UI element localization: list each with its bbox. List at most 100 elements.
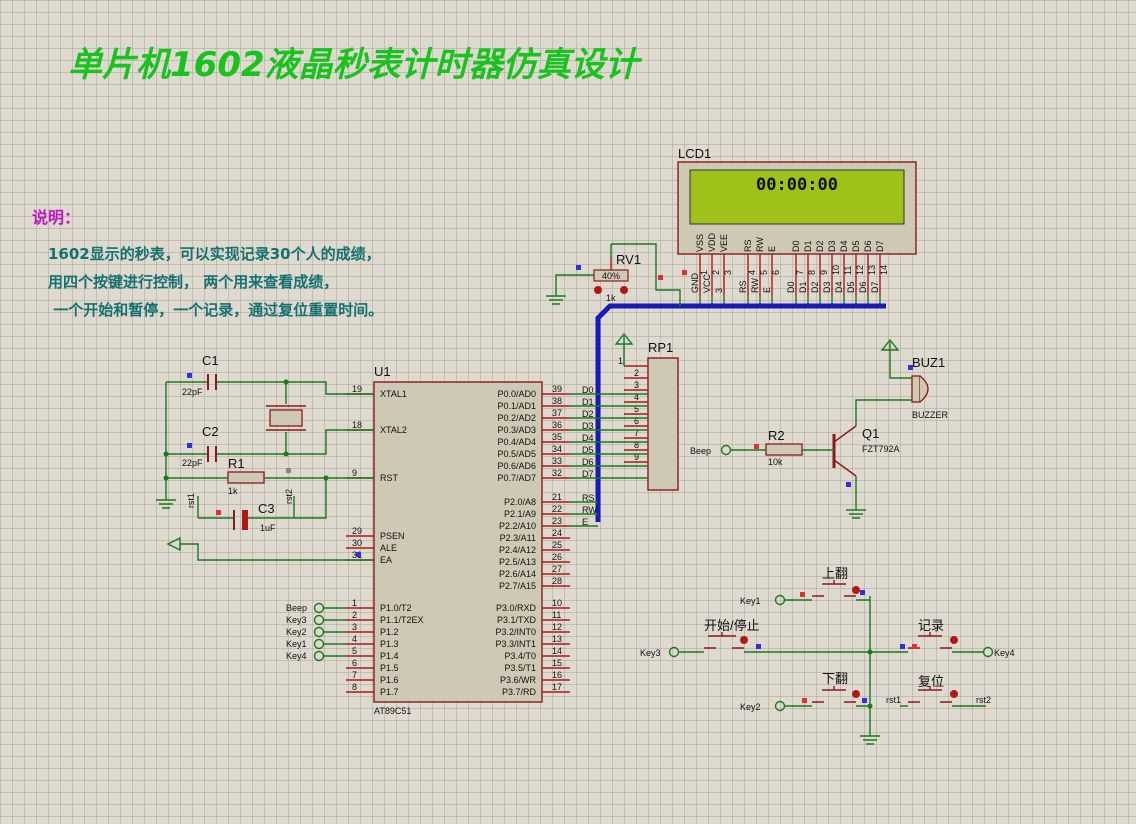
mcu-right-pin-number: 16 — [552, 670, 562, 680]
mcu-right-pin-name: P0.2/AD2 — [497, 413, 536, 423]
c1-value: 22pF — [182, 387, 203, 397]
button-up[interactable]: 上翻 Key1 — [740, 566, 870, 606]
button-down-label: 下翻 — [822, 671, 848, 686]
button-reset[interactable]: 复位 rst1 rst2 — [886, 674, 991, 707]
rp1-pin-number: 7 — [634, 428, 639, 438]
mcu-right-pin-name: P2.5/A13 — [499, 557, 536, 567]
mcu-right-pin-number: 21 — [552, 492, 562, 502]
rp1-pin-number: 5 — [634, 404, 639, 414]
button-record-label: 记录 — [918, 618, 944, 633]
button-start-net: Key3 — [640, 648, 661, 658]
mcu-right-pin-name: P0.1/AD1 — [497, 401, 536, 411]
button-up-label: 上翻 — [822, 566, 848, 581]
mcu-net-label: E — [582, 517, 588, 527]
reset-circuit[interactable]: R1 1k C3 1uF rst1 rst2 — [166, 456, 374, 561]
mcu-left-pin-number: 5 — [352, 646, 357, 656]
lcd-pin-net: RW — [750, 278, 760, 293]
c2-value: 22pF — [182, 458, 203, 468]
button-start-label: 开始/停止 — [704, 618, 760, 633]
lcd-pin-label: D1 — [803, 240, 813, 252]
button-up-net: Key1 — [740, 596, 761, 606]
mcu-net-label: RS — [582, 493, 595, 503]
lcd-pin-label: D4 — [839, 240, 849, 252]
mcu-right-pin-number: 32 — [552, 468, 562, 478]
lcd-pin-net: D4 — [834, 281, 844, 293]
mcu-right-pin-name: P2.6/A14 — [499, 569, 536, 579]
mcu-left-pin-number: 19 — [352, 384, 362, 394]
mcu-left-pin-name: P1.6 — [380, 675, 399, 685]
mcu-right-pin-number: 22 — [552, 504, 562, 514]
lcd-pin-number: 3 — [723, 270, 733, 275]
mcu-left-pin-number: 6 — [352, 658, 357, 668]
port1-net-label: Key1 — [286, 639, 307, 649]
rst1-label: rst1 — [186, 493, 196, 508]
mcu-left-pin-name: P1.2 — [380, 627, 399, 637]
lcd-pin-number: 11 — [843, 266, 853, 275]
lcd-pin-label: D6 — [863, 240, 873, 252]
buzzer[interactable]: BUZ1 BUZZER — [855, 338, 949, 426]
lcd-pin-net: E — [762, 287, 772, 293]
mcu-right-pin-number: 35 — [552, 432, 562, 442]
r2-value: 10k — [768, 457, 783, 467]
lcd-pin-label: VEE — [719, 234, 729, 252]
rp1-pin-number: 2 — [634, 368, 639, 378]
mcu-left-pin-number: 9 — [352, 468, 357, 478]
mcu-left-pin-name: PSEN — [380, 531, 405, 541]
button-down[interactable]: 下翻 Key2 — [740, 671, 870, 712]
rp1-pin-number: 4 — [634, 392, 639, 402]
port1-net-label: Key3 — [286, 615, 307, 625]
rp1-ref: RP1 — [648, 340, 673, 355]
rv1-potentiometer[interactable]: RV1 40% 1k — [546, 243, 681, 306]
lcd-pin-label: RW — [755, 237, 765, 252]
lcd-pin-number: 2 — [711, 270, 721, 275]
mcu-left-pin-name: XTAL2 — [380, 425, 407, 435]
mcu-right-pin-number: 13 — [552, 634, 562, 644]
mcu-right-pin-name: P3.7/RD — [502, 687, 537, 697]
oscillator-circuit[interactable]: C1 22pF C2 22pF — [156, 353, 374, 509]
button-start[interactable]: 开始/停止 Key3 — [640, 618, 870, 658]
mcu-right-pin-number: 38 — [552, 396, 562, 406]
note-line-3: 一个开始和暂停，一个记录，通过复位重置时间。 — [48, 301, 383, 319]
button-down-net: Key2 — [740, 702, 761, 712]
mcu-right-pin-number: 10 — [552, 598, 562, 608]
mcu-left-pins: 19XTAL118XTAL29RST29PSEN30ALE31EA1P1.0/T… — [346, 384, 424, 697]
mcu-net-label: D4 — [582, 433, 594, 443]
lcd-pin-net: 3 — [714, 288, 724, 293]
lcd-pin-label: D2 — [815, 240, 825, 252]
rv1-percent: 40% — [602, 271, 620, 281]
r2-resistor[interactable]: R2 10k Beep — [690, 428, 834, 467]
lcd-pin-net: D7 — [870, 281, 880, 293]
mcu-left-pin-number: 30 — [352, 538, 362, 548]
lcd-pin-label: D7 — [875, 240, 885, 252]
rp1-pin-number: 8 — [634, 440, 639, 450]
lcd-pin-label: D3 — [827, 240, 837, 252]
mcu-right-pin-number: 25 — [552, 540, 562, 550]
port1-terminal — [313, 602, 325, 614]
lcd-pin-net: D1 — [798, 281, 808, 293]
mcu-net-label: D0 — [582, 385, 594, 395]
mcu-right-pin-number: 23 — [552, 516, 562, 526]
lcd-pin-number: 7 — [795, 270, 805, 275]
button-reset-label: 复位 — [918, 674, 944, 689]
lcd-pin-label: VDD — [707, 232, 717, 252]
q1-transistor[interactable]: Q1 FZT792A — [832, 425, 900, 519]
mcu-right-pin-number: 34 — [552, 444, 562, 454]
lcd-module[interactable]: LCD1 00:00:00 VSSGND1VDDVCC2VEE33RSRS4RW… — [677, 146, 917, 306]
lcd-pin-number: 14 — [879, 265, 889, 275]
mcu-net-label: D2 — [582, 409, 594, 419]
button-record[interactable]: 记录 Key4 — [870, 618, 1015, 658]
c2-ref: C2 — [202, 424, 219, 439]
lcd-pin-number: 4 — [747, 270, 757, 275]
mcu-left-pin-number: 7 — [352, 670, 357, 680]
mcu-right-pin-number: 36 — [552, 420, 562, 430]
rv1-value: 1k — [606, 293, 616, 303]
mcu-right-pin-name: P2.0/A8 — [504, 497, 536, 507]
lcd-pin-net: GND — [690, 273, 700, 294]
lcd-pin-label: D5 — [851, 240, 861, 252]
lcd-pin-net: D5 — [846, 281, 856, 293]
r1-ref: R1 — [228, 456, 245, 471]
c3-ref: C3 — [258, 501, 275, 516]
